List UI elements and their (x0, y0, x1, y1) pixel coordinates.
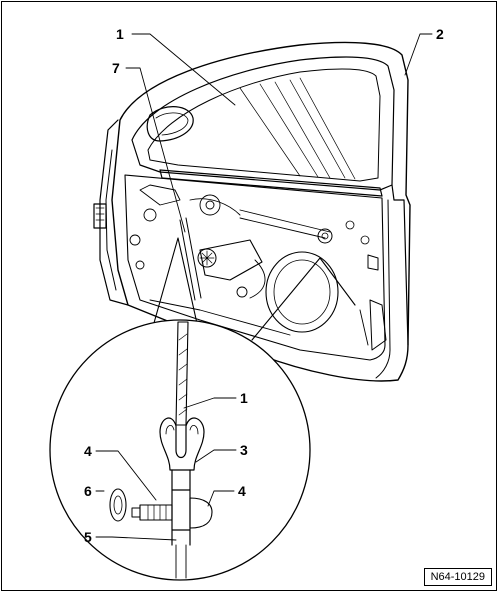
door-hinge (93, 203, 107, 229)
speaker-opening (265, 251, 339, 333)
detail-washer (109, 488, 127, 522)
window-glass (147, 68, 381, 182)
figure-reference-code: N64-10129 (423, 568, 492, 586)
callout-cable: 7 (112, 60, 120, 76)
callout-bolt: 5 (84, 529, 92, 545)
door-outer-shell (111, 41, 411, 382)
zoom-cone (151, 237, 356, 341)
inner-door-panel (124, 174, 386, 361)
regulator-motor (199, 239, 263, 281)
detail-circle (49, 319, 311, 581)
window-frame-outer (131, 56, 395, 191)
side-mirror (146, 106, 194, 142)
callout-door-frame: 2 (436, 26, 444, 42)
detail-seal (159, 417, 205, 471)
callout-detail-glass: 1 (240, 390, 248, 406)
callout-glass-top: 1 (116, 26, 124, 42)
callout-washer: 6 (84, 483, 92, 499)
window-sill (159, 169, 383, 197)
callout-clip-right: 4 (238, 483, 246, 499)
callout-seal: 3 (240, 442, 248, 458)
callout-clip-left: 4 (84, 443, 92, 459)
